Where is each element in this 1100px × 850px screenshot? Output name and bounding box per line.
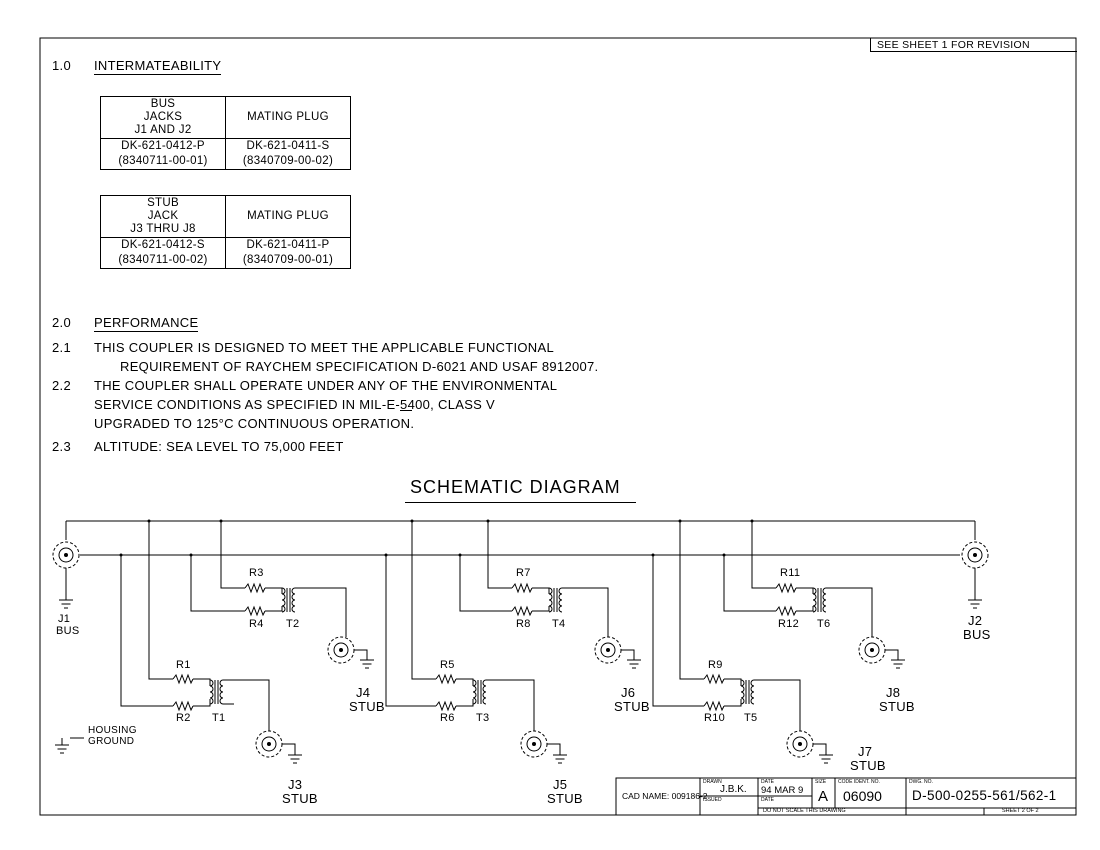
table-cell: (8340709-00-01) <box>225 253 351 269</box>
label-J6-stub: STUB <box>614 699 650 714</box>
table-cell: (8340711-00-01) <box>100 154 226 170</box>
label-R6: R6 <box>440 712 455 724</box>
label-J8-stub: STUB <box>879 699 915 714</box>
table-cell: DK-621-0411-S <box>225 138 351 154</box>
dwg-no-label: DWG. NO. <box>909 779 933 785</box>
revision-note: SEE SHEET 1 FOR REVISION <box>877 39 1030 51</box>
table1-header-line: BUS <box>150 98 176 110</box>
label-J7: J7 <box>858 744 873 759</box>
sheet-number: SHEET 2 OF 2 <box>1002 808 1039 814</box>
label-R3: R3 <box>249 567 264 579</box>
label-R11: R11 <box>780 567 801 579</box>
label-J8: J8 <box>886 685 901 700</box>
cad-name: CAD NAME: 009186-2 <box>622 791 708 801</box>
class-underline-mark <box>400 410 412 411</box>
code-ident-label: CODE IDENT. NO. <box>838 779 880 785</box>
table2-header-left: STUB JACK J3 THRU J8 <box>100 195 226 238</box>
table-cell: (8340711-00-02) <box>100 253 226 269</box>
label-R5: R5 <box>440 659 455 671</box>
table2-header-right: MATING PLUG <box>225 195 351 238</box>
item-line: REQUIREMENT OF RAYCHEM SPECIFICATION D-6… <box>120 359 599 374</box>
label-J2: J2 <box>968 613 983 628</box>
do-not-scale-note: DO NOT SCALE THIS DRAWING <box>763 808 846 814</box>
drawn-label: DRAWN <box>703 779 722 785</box>
label-J4: J4 <box>356 685 371 700</box>
drawn-value: J.B.K. <box>720 784 747 795</box>
section1-number: 1.0 <box>52 58 71 73</box>
label-T6: T6 <box>817 618 831 630</box>
section2-heading: PERFORMANCE <box>94 315 199 332</box>
label-R4: R4 <box>249 618 264 630</box>
label-T3: T3 <box>476 712 490 724</box>
label-R1: R1 <box>176 659 191 671</box>
schematic-title: SCHEMATIC DIAGRAM <box>410 477 621 497</box>
label-R9: R9 <box>708 659 723 671</box>
date-label: DATE <box>761 779 774 785</box>
housing-ground-label-2: GROUND <box>88 736 135 747</box>
table2-header-line: STUB <box>147 197 179 209</box>
label-J5-stub: STUB <box>547 791 583 806</box>
table2-header-line: J3 THRU J8 <box>130 223 196 235</box>
table-cell: DK-621-0411-P <box>225 237 351 253</box>
label-T4: T4 <box>552 618 566 630</box>
date-value: 94 MAR 9 <box>761 785 804 796</box>
label-R12: R12 <box>778 618 800 630</box>
label-J7-stub: STUB <box>850 758 886 773</box>
schematic-title-underline <box>405 502 636 503</box>
table1-header-line: JACKS <box>143 111 183 123</box>
label-J4-stub: STUB <box>349 699 385 714</box>
table2-header-line: JACK <box>147 210 179 222</box>
intermateability-table-bus: BUS JACKS J1 AND J2 MATING PLUG DK-621-0… <box>100 96 351 170</box>
date-label-2: DATE <box>761 797 774 803</box>
label-T2: T2 <box>286 618 300 630</box>
label-J6: J6 <box>621 685 636 700</box>
item-number: 2.1 <box>52 340 71 355</box>
label-R10: R10 <box>704 712 726 724</box>
label-T1: T1 <box>212 712 226 724</box>
item-number: 2.3 <box>52 439 71 454</box>
table-cell: (8340709-00-02) <box>225 154 351 170</box>
label-J1-bus: BUS <box>56 625 80 637</box>
size-label: SIZE <box>815 779 827 785</box>
item-line: THE COUPLER SHALL OPERATE UNDER ANY OF T… <box>94 378 558 393</box>
item-number: 2.2 <box>52 378 71 393</box>
label-J3: J3 <box>288 777 303 792</box>
label-R2: R2 <box>176 712 191 724</box>
label-J5: J5 <box>553 777 568 792</box>
section2-number: 2.0 <box>52 315 71 330</box>
label-R8: R8 <box>516 618 531 630</box>
table1-header-right: MATING PLUG <box>225 96 351 139</box>
label-R7: R7 <box>516 567 531 579</box>
housing-ground-label: HOUSING <box>88 725 137 736</box>
code-ident-value: 06090 <box>843 788 882 804</box>
table1-header-line: J1 AND J2 <box>134 124 192 136</box>
issued-label: ISSUED <box>703 797 722 803</box>
item-line: SERVICE CONDITIONS AS SPECIFIED IN MIL-E… <box>94 397 496 412</box>
label-J2-bus: BUS <box>963 627 991 642</box>
label-T5: T5 <box>744 712 758 724</box>
table1-header-left: BUS JACKS J1 AND J2 <box>100 96 226 139</box>
intermateability-table-stub: STUB JACK J3 THRU J8 MATING PLUG DK-621-… <box>100 195 351 269</box>
section1-heading: INTERMATEABILITY <box>94 58 222 75</box>
revision-box <box>870 38 1077 52</box>
item-line: ALTITUDE: SEA LEVEL TO 75,000 FEET <box>94 439 344 454</box>
label-J3-stub: STUB <box>282 791 318 806</box>
table-cell: DK-621-0412-S <box>100 237 226 253</box>
label-J1: J1 <box>58 613 71 625</box>
size-value: A <box>818 788 829 805</box>
item-line: THIS COUPLER IS DESIGNED TO MEET THE APP… <box>94 340 554 355</box>
item-line: UPGRADED TO 125°C CONTINUOUS OPERATION. <box>94 416 415 431</box>
dwg-no-value: D-500-0255-561/562-1 <box>912 788 1057 803</box>
